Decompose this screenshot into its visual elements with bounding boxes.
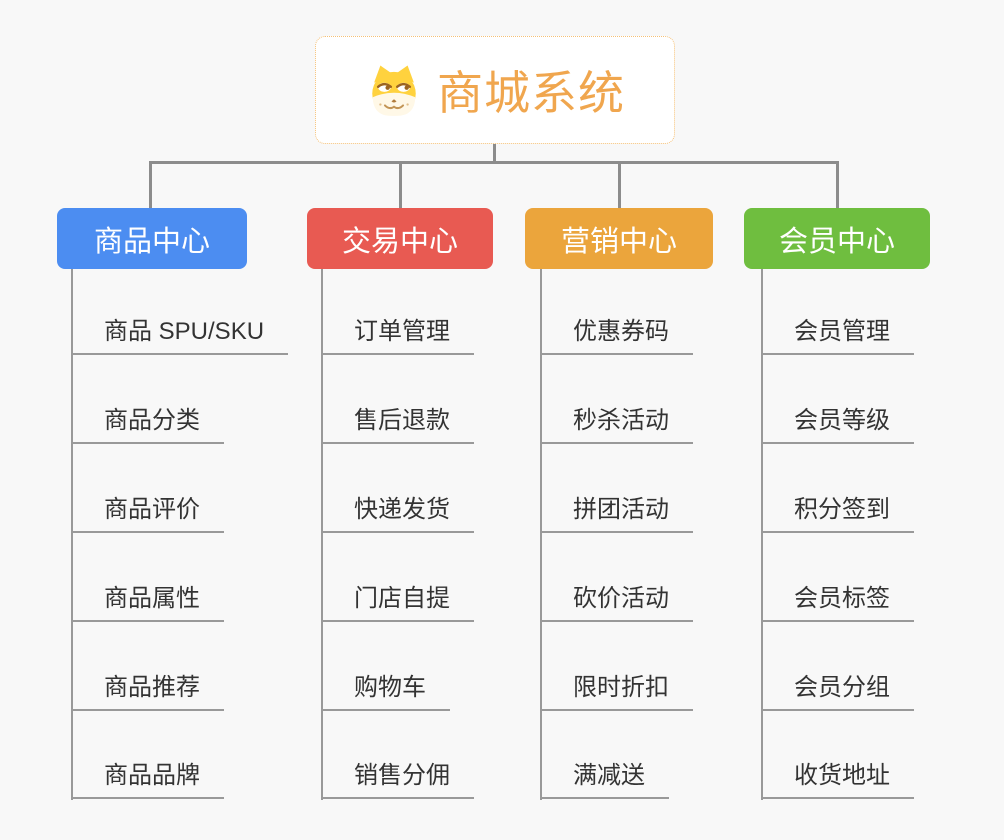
leaf-item[interactable]: 会员等级 — [761, 406, 914, 444]
spine-goods — [71, 269, 73, 800]
connector-root-drop — [493, 144, 496, 164]
connector-drop-marketing — [618, 161, 621, 208]
spine-trade — [321, 269, 323, 800]
connector-drop-member — [836, 161, 839, 208]
leaf-item[interactable]: 订单管理 — [321, 317, 474, 355]
branch-label: 商品中心 — [93, 225, 210, 258]
spine-member — [761, 269, 763, 800]
leaf-item[interactable]: 销售分佣 — [321, 761, 474, 799]
leaf-item[interactable]: 售后退款 — [321, 406, 474, 444]
spine-marketing — [540, 269, 542, 800]
connector-drop-goods — [149, 161, 152, 208]
root-node[interactable]: 商城系统 — [315, 36, 675, 144]
leaf-group-trade: 订单管理 售后退款 快递发货 门店自提 购物车 销售分佣 — [321, 0, 561, 840]
leaf-item[interactable]: 商品分类 — [71, 406, 224, 444]
leaf-item[interactable]: 商品 SPU/SKU — [71, 317, 289, 355]
root-title: 商城系统 — [437, 67, 625, 119]
leaf-item[interactable]: 积分签到 — [761, 495, 914, 533]
connector-horizontal — [149, 161, 839, 164]
leaf-item[interactable]: 商品推荐 — [71, 673, 224, 711]
leaf-group-member: 会员管理 会员等级 积分签到 会员标签 会员分组 收货地址 — [761, 0, 1001, 840]
leaf-item[interactable]: 商品品牌 — [71, 761, 224, 799]
leaf-group-marketing: 优惠券码 秒杀活动 拼团活动 砍价活动 限时折扣 满减送 — [540, 0, 780, 840]
branch-label: 会员中心 — [778, 225, 895, 258]
leaf-item[interactable]: 快递发货 — [321, 495, 474, 533]
leaf-item[interactable]: 会员管理 — [761, 317, 914, 355]
leaf-item[interactable]: 拼团活动 — [540, 495, 693, 533]
branch-node-trade-center[interactable]: 交易中心 — [307, 208, 493, 269]
leaf-item[interactable]: 门店自提 — [321, 584, 474, 622]
leaf-group-goods: 商品 SPU/SKU 商品分类 商品评价 商品属性 商品推荐 商品品牌 — [71, 0, 311, 840]
leaf-item[interactable]: 商品属性 — [71, 584, 224, 622]
leaf-item[interactable]: 限时折扣 — [540, 673, 693, 711]
leaf-item[interactable]: 购物车 — [321, 673, 450, 711]
branch-node-goods-center[interactable]: 商品中心 — [57, 208, 247, 269]
leaf-item[interactable]: 商品评价 — [71, 495, 224, 533]
branch-label: 交易中心 — [341, 225, 458, 258]
leaf-item[interactable]: 会员标签 — [761, 584, 914, 622]
leaf-item[interactable]: 秒杀活动 — [540, 406, 693, 444]
leaf-item[interactable]: 满减送 — [540, 761, 669, 799]
branch-node-member-center[interactable]: 会员中心 — [744, 208, 930, 269]
leaf-item[interactable]: 砍价活动 — [540, 584, 693, 622]
leaf-item[interactable]: 收货地址 — [761, 761, 914, 799]
leaf-item[interactable]: 优惠券码 — [540, 317, 693, 355]
leaf-item[interactable]: 会员分组 — [761, 673, 914, 711]
connector-drop-trade — [399, 161, 402, 208]
branch-label: 营销中心 — [560, 225, 677, 258]
doge-icon — [365, 61, 423, 119]
branch-node-marketing-center[interactable]: 营销中心 — [525, 208, 713, 269]
